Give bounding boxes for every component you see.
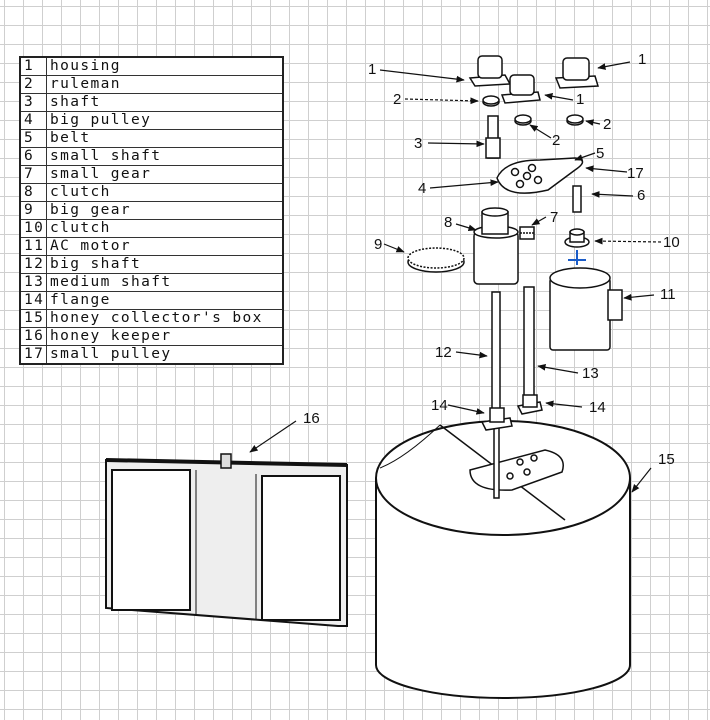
- part-name: big gear: [46, 201, 284, 220]
- housing-parts: [468, 55, 599, 104]
- callout-small-gear: 7: [550, 209, 558, 226]
- callout-honey-keeper: 16: [303, 410, 320, 427]
- part-name: big pulley: [46, 111, 284, 130]
- part-name: AC motor: [46, 237, 284, 256]
- big-gear-part: [407, 247, 465, 273]
- callout-clutch-10: 10: [663, 234, 680, 251]
- part-name: small shaft: [46, 147, 284, 166]
- callout-small-pulley: 17: [627, 165, 644, 182]
- callout-flange-left: 14: [431, 397, 448, 414]
- medium-shaft-part: [523, 286, 535, 398]
- callout-shaft: 3: [414, 135, 422, 152]
- callout-ruleman-mid: 2: [552, 132, 560, 149]
- callout-big-gear: 9: [374, 236, 382, 253]
- part-name: clutch: [46, 183, 284, 202]
- part-name: ruleman: [46, 75, 284, 94]
- callout-ruleman-left: 2: [393, 91, 401, 108]
- clutch-10-part: [564, 228, 590, 265]
- part-number: 11: [19, 237, 47, 256]
- callout-collector-box: 15: [658, 451, 675, 468]
- part-name: flange: [46, 291, 284, 310]
- callout-small-shaft: 6: [637, 187, 645, 204]
- callout-labels: 1 1 1 2 2 2 3 4 5 6 7 8 9 10 11 12 13 14…: [303, 51, 680, 468]
- callout-clutch-8: 8: [444, 214, 452, 231]
- callout-flange-right: 14: [589, 399, 606, 416]
- part-name: medium shaft: [46, 273, 284, 292]
- honey-keeper-frame: [105, 453, 348, 627]
- callout-arrows: [249, 61, 662, 493]
- part-name: honey keeper: [46, 327, 284, 346]
- callout-big-pulley: 4: [418, 180, 426, 197]
- callout-housing-right: 1: [638, 51, 646, 68]
- callout-housing-left: 1: [368, 61, 376, 78]
- ac-motor-part: [549, 267, 623, 351]
- part-number: 16: [19, 327, 47, 346]
- callout-housing-mid: 1: [576, 91, 584, 108]
- pulley-assembly: [496, 157, 584, 194]
- flange-parts: [480, 394, 543, 431]
- callout-belt: 5: [596, 145, 604, 162]
- part-name: small pulley: [46, 345, 284, 365]
- part-number: 12: [19, 255, 47, 274]
- clutch-8-part: [473, 207, 519, 285]
- callout-ac-motor: 11: [660, 286, 676, 303]
- shaft-part: [485, 115, 501, 159]
- ruleman-bearings: [482, 95, 584, 126]
- small-gear-part: [519, 226, 535, 240]
- small-shaft-part: [572, 185, 582, 213]
- callout-medium-shaft: 13: [582, 365, 599, 382]
- part-number: 10: [19, 219, 47, 238]
- callout-big-shaft: 12: [435, 344, 452, 361]
- callout-ruleman-right: 2: [603, 116, 611, 133]
